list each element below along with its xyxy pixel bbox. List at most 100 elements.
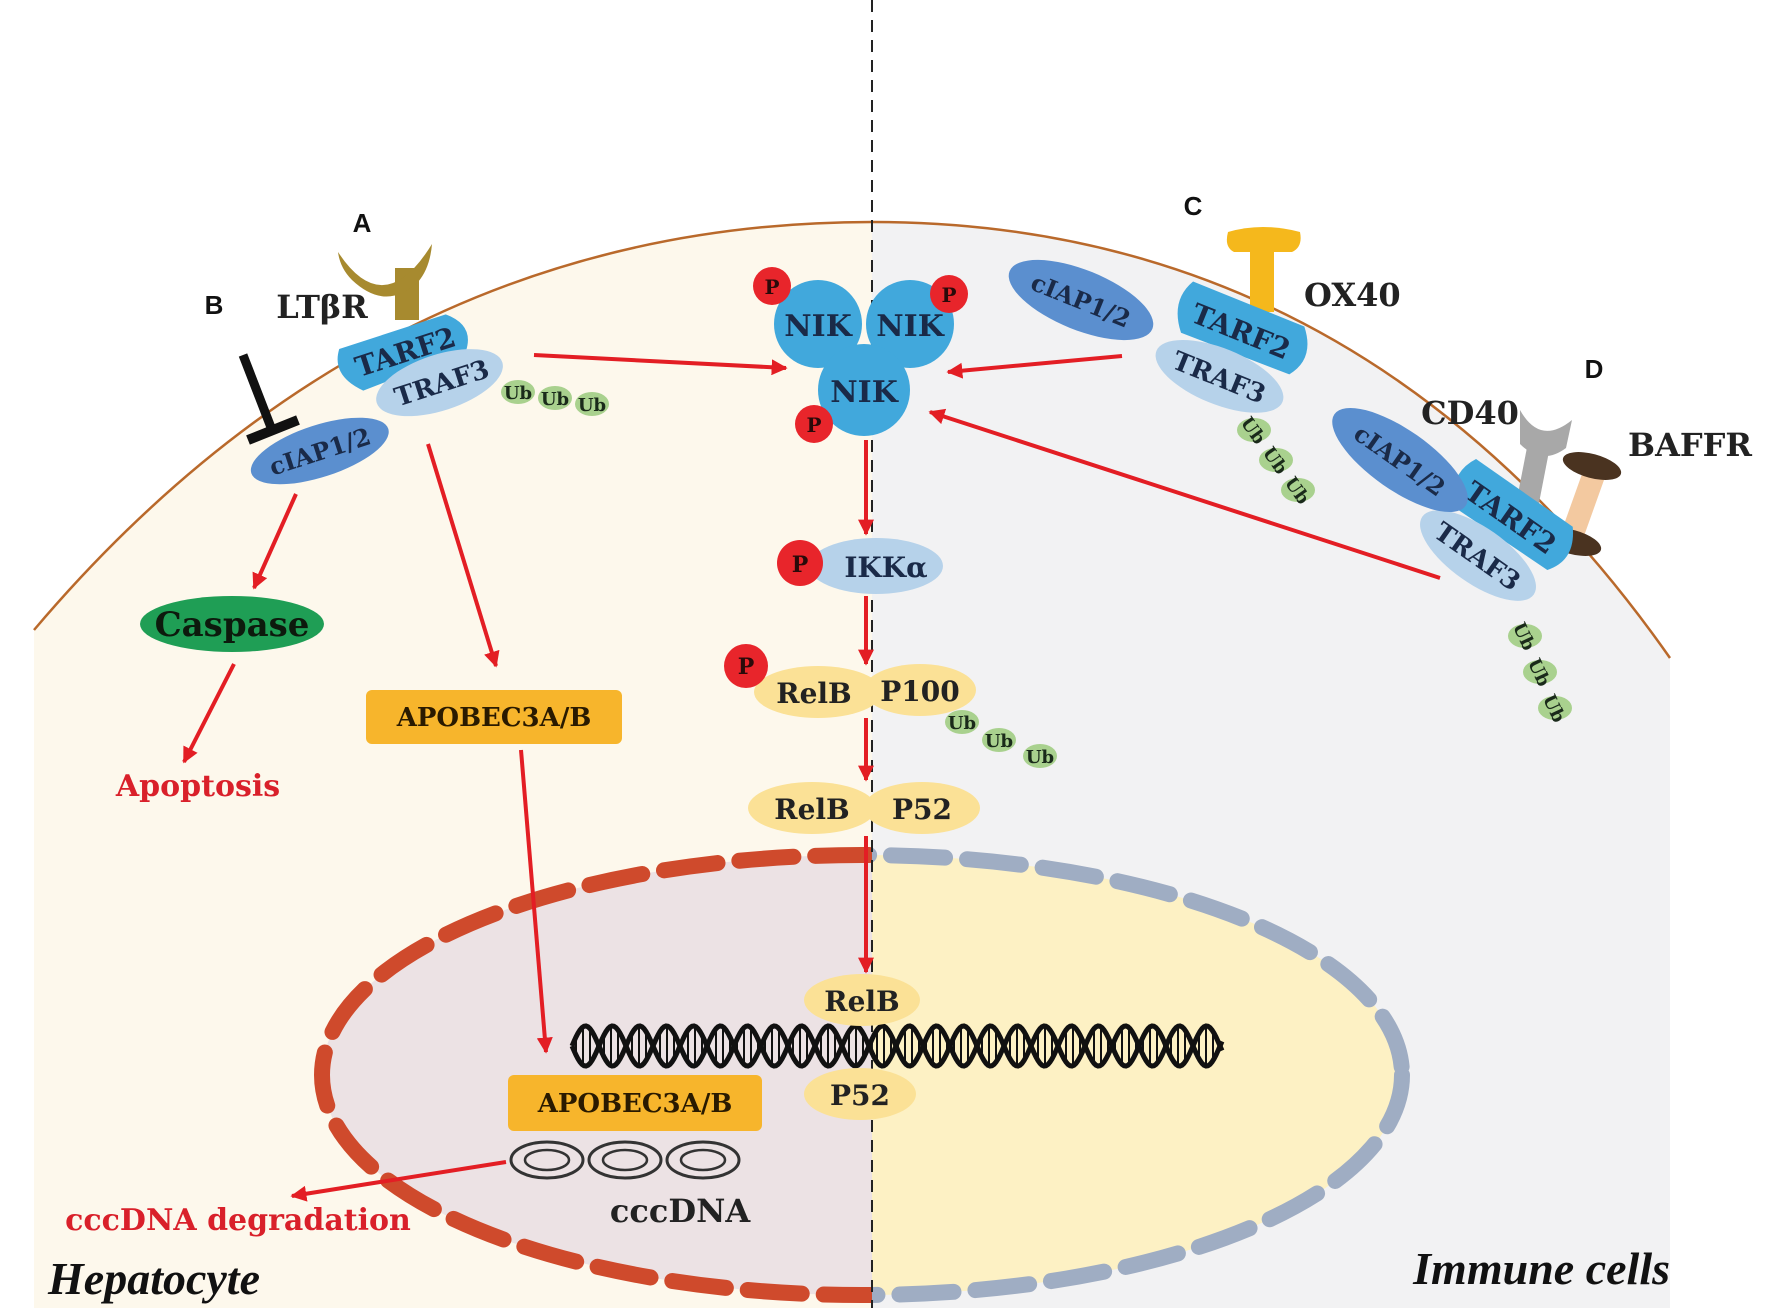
arrows — [182, 353, 1441, 1202]
tarf2-c — [1177, 281, 1308, 375]
nuclear-envelope-left — [314, 847, 872, 1303]
baffr-top — [1562, 452, 1622, 480]
arrow-apobec-to-nucleus — [519, 749, 553, 1054]
apoptosis-label: Apoptosis — [115, 769, 280, 804]
cd40-label: CD40 — [1421, 394, 1519, 432]
panel-label-a: A — [353, 208, 372, 238]
p52-1 — [864, 782, 980, 834]
relb-phospho — [724, 644, 768, 688]
baffr-label: BAFFR — [1628, 426, 1752, 464]
cccdna-ring-1-inner — [523, 1148, 571, 1172]
ltbr-receptor — [338, 244, 432, 320]
relb-2-label: RelB — [774, 793, 849, 826]
caspase: Caspase — [140, 596, 324, 652]
ikka: IKKα P — [777, 538, 943, 594]
arrow-caspase-to-apoptosis — [182, 663, 236, 764]
nucleus — [314, 847, 1410, 1303]
arrow-complex-a-to-nik — [533, 353, 788, 376]
ub-chain-a: Ub Ub Ub — [501, 380, 609, 416]
ub-d-3 — [1538, 696, 1572, 720]
ub-p100-1 — [945, 710, 979, 734]
cccdna-ring-3-inner — [679, 1148, 727, 1172]
ikka-phospho — [777, 540, 823, 586]
nik-3 — [818, 344, 910, 436]
p100-label: P100 — [880, 675, 960, 708]
cccdna-degradation-label: cccDNA degradation — [65, 1203, 411, 1238]
ub-c-2 — [1259, 448, 1293, 472]
apobec-box-1 — [366, 690, 622, 744]
ox40-head — [1226, 227, 1301, 252]
nik-1 — [774, 280, 862, 368]
ub-p100-3 — [1023, 744, 1057, 768]
relb-p52-nucleus: RelB P52 — [804, 974, 920, 1120]
ikka-label: IKKα — [844, 551, 927, 584]
ub-a-3-label: Ub — [578, 395, 606, 416]
nik-phospho-1 — [753, 267, 791, 305]
nuclear-envelope-right — [872, 847, 1410, 1303]
ub-d-2 — [1523, 660, 1557, 684]
nik-2-label: NIK — [876, 309, 944, 344]
caspase-label: Caspase — [155, 605, 310, 645]
nucleus-right-fill — [872, 855, 1402, 1295]
cccdna-ring-1-outer — [509, 1140, 585, 1180]
ciap-d — [1332, 407, 1468, 513]
apobec-1-label: APOBEC3A/B — [396, 703, 592, 733]
ub-a-3 — [575, 392, 609, 416]
ox40-receptor — [1226, 227, 1301, 312]
cd40-receptor — [1516, 410, 1572, 508]
nik-3-label: NIK — [830, 375, 898, 410]
ltbr-label: LTβR — [276, 288, 368, 326]
caspase-body — [140, 596, 324, 652]
nik-phospho-3-label: P — [806, 413, 821, 437]
relb-1 — [754, 666, 882, 718]
dna-helix — [569, 1023, 1225, 1069]
apobec-box-2 — [508, 1075, 762, 1131]
ub-d-1 — [1508, 624, 1542, 648]
relb-3 — [804, 974, 920, 1026]
ub-a-2-label: Ub — [541, 389, 569, 410]
ub-p100-3-label: Ub — [1026, 747, 1054, 768]
relb-p52-cytoplasm: RelB P52 — [748, 782, 980, 834]
ltbr-head — [338, 244, 432, 297]
cccdna-rings — [509, 1140, 741, 1180]
cd40-head — [1520, 410, 1572, 457]
nik-phospho-2 — [930, 275, 968, 313]
ikka-body — [809, 538, 943, 594]
ub-p100-2 — [982, 728, 1016, 752]
traf3-a — [376, 349, 503, 417]
apobec-2-label: APOBEC3A/B — [537, 1089, 733, 1119]
panel-label-c: C — [1184, 191, 1203, 221]
tarf2-a — [337, 314, 468, 391]
nik-trimer: NIK NIK NIK P P P — [753, 267, 968, 443]
ub-c-3 — [1281, 478, 1315, 502]
relb-p100: RelB P100 P Ub Ub Ub — [724, 644, 1057, 768]
panel-label-b: B — [205, 290, 224, 320]
inhibition-stem — [238, 353, 277, 432]
arrow-ciap-to-caspase — [252, 493, 298, 590]
complex-a: TARF2 TRAF3 cIAP1/2 — [250, 314, 503, 485]
cccdna-ring-3-outer — [665, 1140, 741, 1180]
p52-1-label: P52 — [892, 793, 952, 826]
ikka-phospho-label: P — [792, 552, 809, 578]
ciap-c — [1008, 259, 1154, 341]
apobec-cytoplasm: APOBEC3A/B — [366, 690, 622, 744]
p52-2 — [804, 1068, 916, 1120]
relb-1-label: RelB — [776, 677, 851, 710]
cccdna-ring-2-inner — [601, 1148, 649, 1172]
nik-phospho-1-label: P — [764, 275, 779, 299]
arrow-cccdna-to-degradation — [290, 1160, 507, 1202]
inhibition-symbol — [238, 353, 300, 445]
baffr-stalk — [1562, 474, 1604, 536]
arrow-complex-c-to-nik — [946, 354, 1123, 379]
tarf2-d — [1452, 459, 1574, 570]
apobec-nucleus: APOBEC3A/B — [508, 1075, 762, 1131]
relb-2 — [748, 782, 876, 834]
ub-c-1 — [1237, 418, 1271, 442]
hepatocyte-label: Hepatocyte — [47, 1253, 260, 1304]
nik-phospho-2-label: P — [941, 283, 956, 307]
immune-cells-label: Immune cells — [1412, 1243, 1670, 1294]
arrow-traf3-to-apobec — [426, 443, 500, 668]
cccdna-label: cccDNA — [610, 1192, 751, 1230]
relb-3-label: RelB — [824, 985, 899, 1018]
